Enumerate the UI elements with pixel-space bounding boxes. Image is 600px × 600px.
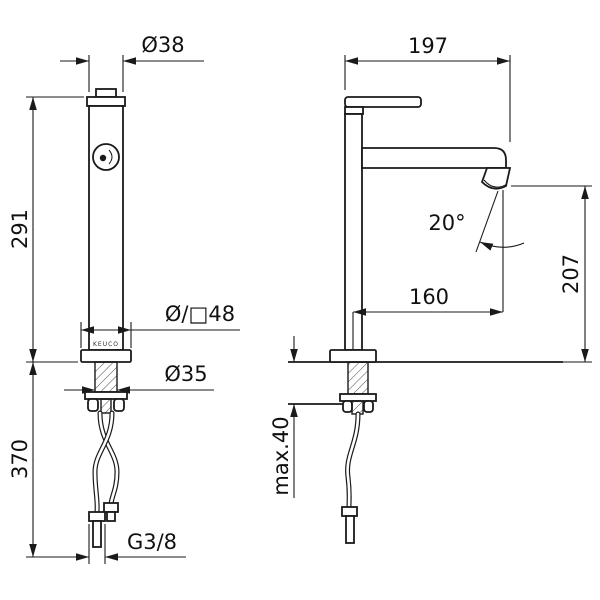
angle-arc <box>479 241 525 251</box>
front-view-dimensions: Ø38 291 Ø/□48 Ø35 370 G3/8 <box>8 33 240 564</box>
dim-label-base-size: Ø/□48 <box>165 302 235 326</box>
dim-label-thread: G3/8 <box>127 530 177 554</box>
faucet-side-view <box>288 96 563 544</box>
threaded-shank-front <box>94 361 118 393</box>
lever-cap <box>95 88 117 98</box>
hose-connector-right <box>103 502 119 513</box>
mounting-stud-front <box>100 398 112 414</box>
faucet-front-view: KEUCO <box>80 88 132 548</box>
hose-connector-left <box>88 511 106 522</box>
washer-tab-left <box>87 398 99 412</box>
dim-label-shank-diameter: Ø35 <box>164 362 207 386</box>
dim-label-top-diameter: Ø38 <box>141 33 184 57</box>
dim-label-height: 291 <box>8 209 32 249</box>
washer-tab-side-left <box>342 400 353 413</box>
dim-label-projection: 197 <box>408 34 448 58</box>
supply-hose-side <box>346 412 360 509</box>
dim-label-hose-length: 370 <box>8 439 32 479</box>
mounting-washer-front <box>84 391 128 400</box>
dim-label-reach: 160 <box>409 285 449 309</box>
hose-thread-left <box>92 520 102 548</box>
hose-thread-side <box>345 515 355 544</box>
hose-nipple-right <box>106 511 116 522</box>
washer-tab-side-right <box>363 400 374 413</box>
medallion-dot <box>99 154 107 162</box>
dim-label-outlet-height: 207 <box>559 254 583 294</box>
side-view-dimensions: 197 20° 160 207 max.40 <box>269 34 592 498</box>
supply-hose-right <box>98 411 119 507</box>
medallion-arc <box>108 149 113 165</box>
dim-label-spray-angle: 20° <box>428 211 465 235</box>
lever-handle-front <box>86 96 126 107</box>
faucet-body-front <box>88 105 124 351</box>
supply-hose-left <box>93 411 114 514</box>
lever-handle-side <box>344 96 422 108</box>
lever-joint-side <box>344 106 364 115</box>
spout-outlet <box>480 167 512 190</box>
hose-connector-side <box>341 506 358 517</box>
base-plate-side <box>329 349 377 363</box>
dim-label-deck-thickness: max.40 <box>269 416 293 495</box>
brand-logo: KEUCO <box>93 341 119 348</box>
spout-side <box>361 147 507 169</box>
mounting-washer-side <box>339 393 377 402</box>
threaded-shank-side <box>347 361 369 395</box>
base-plate-front <box>80 349 132 363</box>
aerator-arc <box>483 179 508 188</box>
spray-direction-line <box>475 190 499 253</box>
washer-tab-right <box>113 398 125 412</box>
